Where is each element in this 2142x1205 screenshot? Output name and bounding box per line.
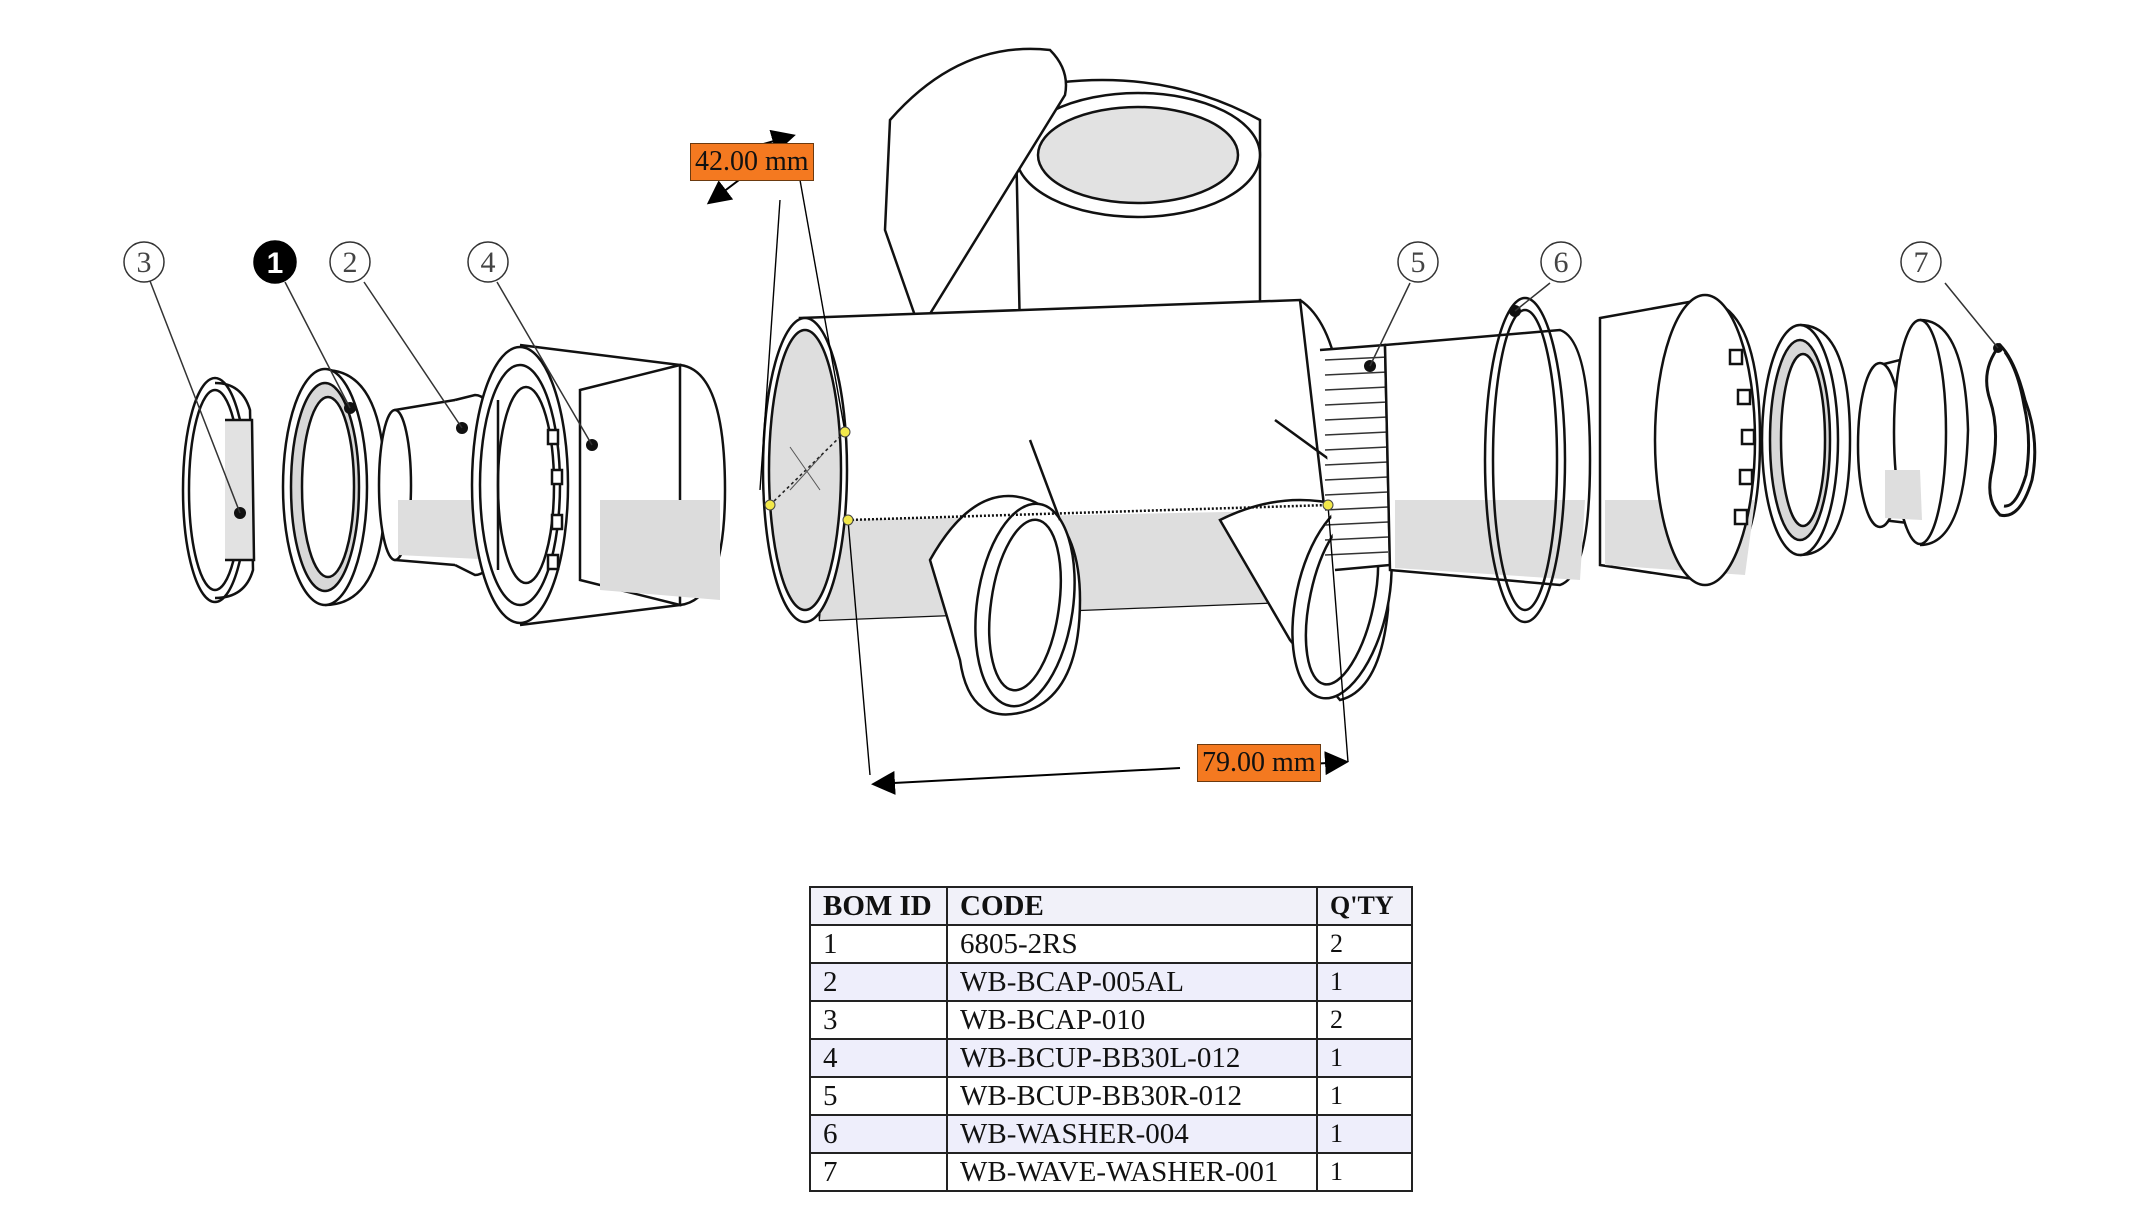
bom-cell-qty: 1 (1316, 1038, 1413, 1078)
bom-cell-code: WB-BCUP-BB30R-012 (946, 1076, 1318, 1116)
balloon-label: 5 (1411, 246, 1426, 279)
bom-cell-qty: 1 (1316, 1152, 1413, 1192)
bom-cell-qty: 1 (1316, 1076, 1413, 1116)
part-end-cap-left (181, 376, 256, 604)
bom-header-qty: Q'TY (1316, 886, 1413, 926)
part-cup-right-flange (1598, 293, 1762, 587)
bom-cell-code: WB-BCAP-010 (946, 1000, 1318, 1040)
bom-cell-id: 6 (809, 1114, 948, 1154)
part-cup-right (1364, 328, 1592, 587)
part-end-cap-right (1856, 318, 1970, 547)
bom-cell-id: 2 (809, 962, 948, 1002)
balloon-label: 3 (137, 246, 152, 279)
balloon-7[interactable]: 7 (1900, 241, 1942, 283)
bottom-bracket-shell (761, 47, 1393, 716)
table-row[interactable]: 5 WB-BCUP-BB30R-012 1 (809, 1076, 1413, 1116)
part-bearing-right (1760, 323, 1852, 557)
bom-cell-qty: 2 (1316, 924, 1413, 964)
part-wave-washer (1985, 342, 2037, 518)
table-row[interactable]: 6 WB-WASHER-004 1 (809, 1114, 1413, 1154)
bom-cell-code: WB-WASHER-004 (946, 1114, 1318, 1154)
balloon-1-active[interactable]: 1 (253, 240, 297, 284)
bom-cell-code: WB-BCUP-BB30L-012 (946, 1038, 1318, 1078)
balloon-3[interactable]: 3 (123, 241, 165, 283)
table-row[interactable]: 4 WB-BCUP-BB30L-012 1 (809, 1038, 1413, 1078)
table-row[interactable]: 1 6805-2RS 2 (809, 924, 1413, 964)
bom-header-row: BOM ID CODE Q'TY (809, 886, 1413, 926)
balloon-label: 4 (481, 246, 496, 279)
dimension-length (842, 499, 1349, 795)
bom-header-code: CODE (946, 886, 1318, 926)
bom-cell-id: 7 (809, 1152, 948, 1192)
bom-cell-id: 3 (809, 1000, 948, 1040)
balloon-5[interactable]: 5 (1397, 241, 1439, 283)
bom-cell-qty: 1 (1316, 1114, 1413, 1154)
table-row[interactable]: 2 WB-BCAP-005AL 1 (809, 962, 1413, 1002)
balloon-label: 2 (343, 246, 358, 279)
balloon-6[interactable]: 6 (1540, 241, 1582, 283)
exploded-assembly-diagram: 3 1 2 4 5 6 7 (123, 47, 2037, 795)
part-bearing-left (281, 367, 387, 607)
balloon-4[interactable]: 4 (467, 241, 509, 283)
bom-cell-qty: 2 (1316, 1000, 1413, 1040)
bom-cell-id: 1 (809, 924, 948, 964)
balloon-label: 6 (1554, 246, 1569, 279)
table-row[interactable]: 3 WB-BCAP-010 2 (809, 1000, 1413, 1040)
bom-cell-id: 5 (809, 1076, 948, 1116)
bom-cell-code: WB-WAVE-WASHER-001 (946, 1152, 1318, 1192)
balloon-leaders (149, 280, 1999, 514)
table-row[interactable]: 7 WB-WAVE-WASHER-001 1 (809, 1152, 1413, 1192)
dimension-tag-diameter[interactable]: 42.00 mm (690, 143, 814, 181)
balloon-2[interactable]: 2 (329, 241, 371, 283)
part-cup-left (470, 343, 727, 627)
bom-cell-code: WB-BCAP-005AL (946, 962, 1318, 1002)
balloon-label: 7 (1914, 246, 1929, 279)
bom-cell-qty: 1 (1316, 962, 1413, 1002)
bom-table: BOM ID CODE Q'TY 1 6805-2RS 2 2 WB-BCAP-… (809, 886, 1413, 1192)
bom-cell-code: 6805-2RS (946, 924, 1318, 964)
dimension-tag-length[interactable]: 79.00 mm (1197, 744, 1321, 782)
bom-cell-id: 4 (809, 1038, 948, 1078)
bom-header-id: BOM ID (809, 886, 948, 926)
balloon-label: 1 (267, 247, 284, 280)
